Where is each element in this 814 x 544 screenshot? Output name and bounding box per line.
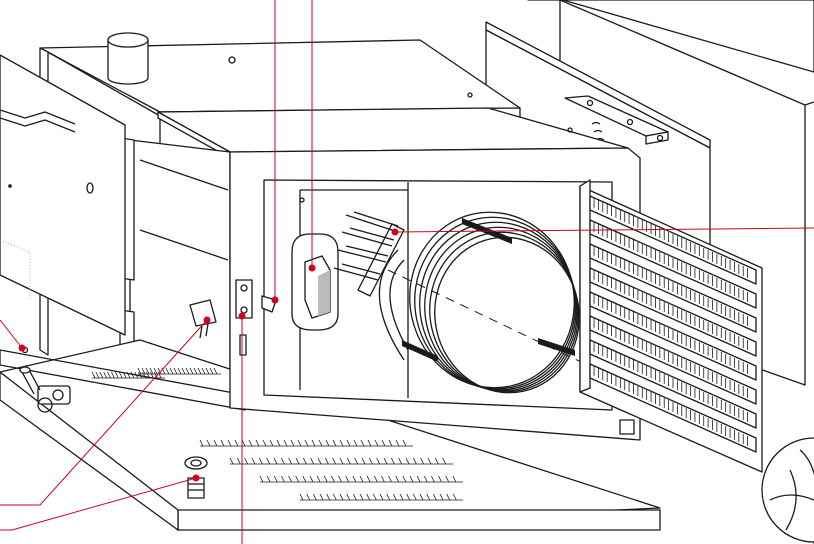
callout-terminal-connector [203, 316, 211, 324]
circular-heating-element [378, 211, 580, 394]
callout-cable-gland [192, 474, 200, 482]
callout-dots [18, 228, 399, 482]
callout-door-switch [271, 296, 279, 304]
element-axis [387, 269, 599, 371]
heating-element-terminal-block [333, 211, 405, 297]
base-vents [91, 367, 463, 501]
mounting-bracket [564, 95, 669, 145]
left-side-panel [0, 54, 126, 336]
front-louvered-grille [579, 179, 763, 473]
callout-thermostat-bulb [308, 264, 316, 272]
cable-gland [184, 456, 208, 499]
door-switch [235, 279, 277, 356]
inner-chamber [229, 147, 641, 441]
top-cylinder [107, 32, 149, 85]
water-valve [19, 346, 71, 413]
callout-left-panel-point [18, 344, 26, 352]
fan-blade [761, 437, 814, 544]
thermostat-bulb [291, 233, 339, 331]
callout-heating-element-terminal-block [391, 228, 399, 236]
callout-door-hinge-point [238, 312, 246, 320]
